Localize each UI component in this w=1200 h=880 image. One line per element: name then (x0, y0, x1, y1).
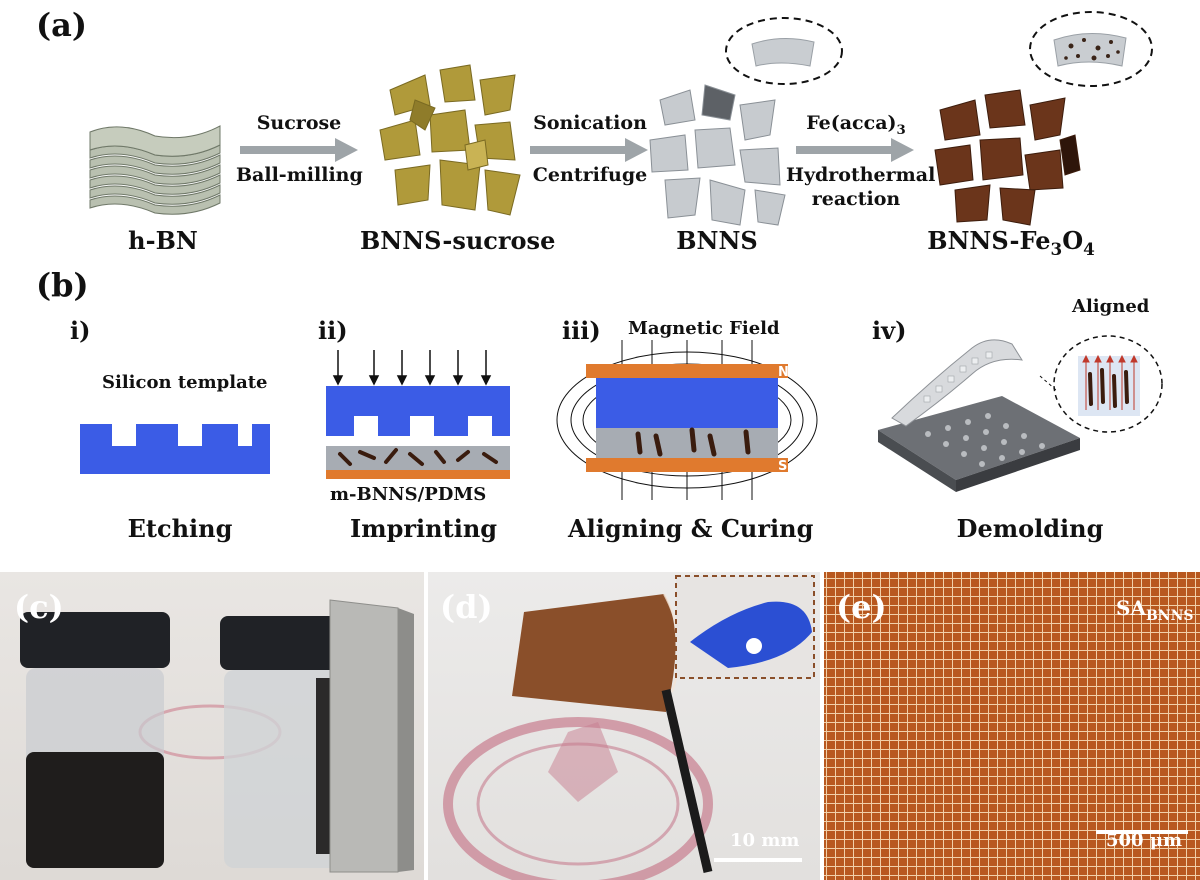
arrow3-bottom-label-2: reaction (811, 188, 901, 210)
bnns-sucrose-flakes (379, 64, 521, 216)
panel-c-label: (c) (14, 588, 64, 626)
silicon-template-illustration (80, 424, 270, 474)
panel-b-label: (b) (36, 266, 89, 304)
magnetic-field-label: Magnetic Field (628, 318, 780, 339)
process-arrow-1 (240, 138, 358, 162)
step-3-number: iii) (562, 316, 601, 345)
panel-e-label: (e) (836, 588, 887, 626)
arrow3-bottom-label-1: Hydrothermal (786, 164, 936, 186)
demolding-illustration (878, 335, 1163, 492)
bnns-inset-zoom (725, 17, 843, 85)
hbn-stack-illustration (89, 125, 221, 215)
step-3-caption: Aligning & Curing (568, 514, 814, 543)
scale-bar-10mm: 10 mm (730, 830, 800, 851)
scale-bar-500um: 500 μm (1106, 830, 1183, 851)
north-pole-label: N (778, 365, 789, 380)
silicon-template-label: Silicon template (102, 372, 268, 393)
arrow2-bottom-label: Centrifuge (532, 164, 648, 186)
material-bnns: BNNS (676, 226, 758, 255)
arrow2-top-label: Sonication (533, 112, 647, 134)
arrow1-bottom-label: Ball-milling (236, 164, 363, 186)
step-2-number: ii) (318, 316, 348, 345)
arrow3-top-label: Fe(acca)3 (806, 112, 906, 138)
photo-flexible-film (428, 572, 820, 880)
material-bnns-fe3o4: BNNS-Fe3O4 (927, 226, 1095, 259)
step-4-number: iv) (872, 316, 907, 345)
material-bnns-sucrose: BNNS-sucrose (360, 226, 556, 255)
photo-vials-magnet (0, 572, 424, 880)
imprinting-illustration (326, 350, 510, 479)
material-hbn: h-BN (128, 226, 198, 255)
step-1-number: i) (70, 316, 91, 345)
step-4-caption: Demolding (956, 514, 1104, 543)
panel-a-label: (a) (36, 6, 88, 44)
sample-tag: SABNNS (1116, 596, 1194, 624)
arrow1-top-label: Sucrose (256, 112, 342, 134)
south-pole-label: S (778, 459, 787, 474)
process-arrow-3 (796, 138, 914, 162)
panel-d-label: (d) (440, 588, 493, 626)
step-2-caption: Imprinting (350, 514, 498, 543)
magnetic-aligning-illustration: N S (556, 340, 818, 500)
m-bnns-pdms-label: m-BNNS/PDMS (330, 484, 487, 505)
bnns-fe3o4-flakes (934, 89, 1081, 226)
bnns-flakes (649, 84, 786, 226)
aligned-label: Aligned (1072, 296, 1150, 317)
step-1-caption: Etching (127, 514, 233, 543)
process-arrow-2 (530, 138, 648, 162)
fe3o4-inset-zoom (1029, 11, 1153, 87)
sem-micropillar-array (824, 572, 1200, 880)
